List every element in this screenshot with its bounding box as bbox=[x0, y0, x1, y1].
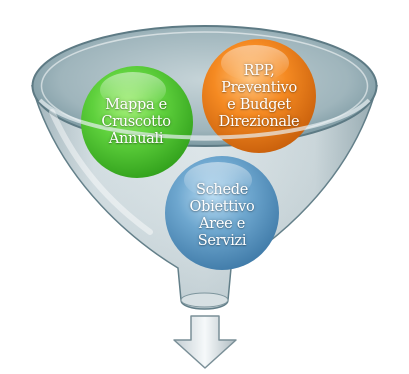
orange-ball-line-3: e Budget bbox=[227, 97, 291, 113]
funnel-side-shine bbox=[49, 109, 153, 235]
funnel-rim-inner bbox=[40, 31, 369, 141]
blue-ball-line-2: Obiettivo bbox=[189, 199, 255, 215]
orange-ball-line-2: Preventivo bbox=[221, 80, 297, 96]
funnel-front-lip bbox=[38, 98, 371, 140]
green-ball-line-2: Cruscotto bbox=[101, 114, 171, 130]
blue-ball-line-3: Aree e bbox=[199, 216, 245, 232]
green-ball-line-3: Annuali bbox=[108, 131, 164, 147]
green-ball-line-1: Mappa e bbox=[105, 97, 167, 113]
orange-ball-shine bbox=[221, 45, 289, 81]
spout-rim bbox=[180, 292, 229, 308]
green-ball-shine bbox=[100, 72, 166, 108]
blue-ball-label: Schede Obiettivo Aree e Servizi bbox=[178, 182, 266, 250]
down-arrow-icon bbox=[173, 315, 237, 369]
blue-ball-line-4: Servizi bbox=[197, 233, 247, 249]
blue-ball-line-1: Schede bbox=[195, 182, 249, 198]
orange-ball-line-4: Direzionale bbox=[218, 114, 300, 130]
blue-ball-shine bbox=[184, 162, 252, 198]
orange-ball-label: RPP, Preventivo e Budget Direzionale bbox=[209, 63, 309, 131]
green-ball-label: Mappa e Cruscotto Annuali bbox=[92, 97, 180, 148]
orange-ball-line-1: RPP, bbox=[243, 63, 275, 79]
